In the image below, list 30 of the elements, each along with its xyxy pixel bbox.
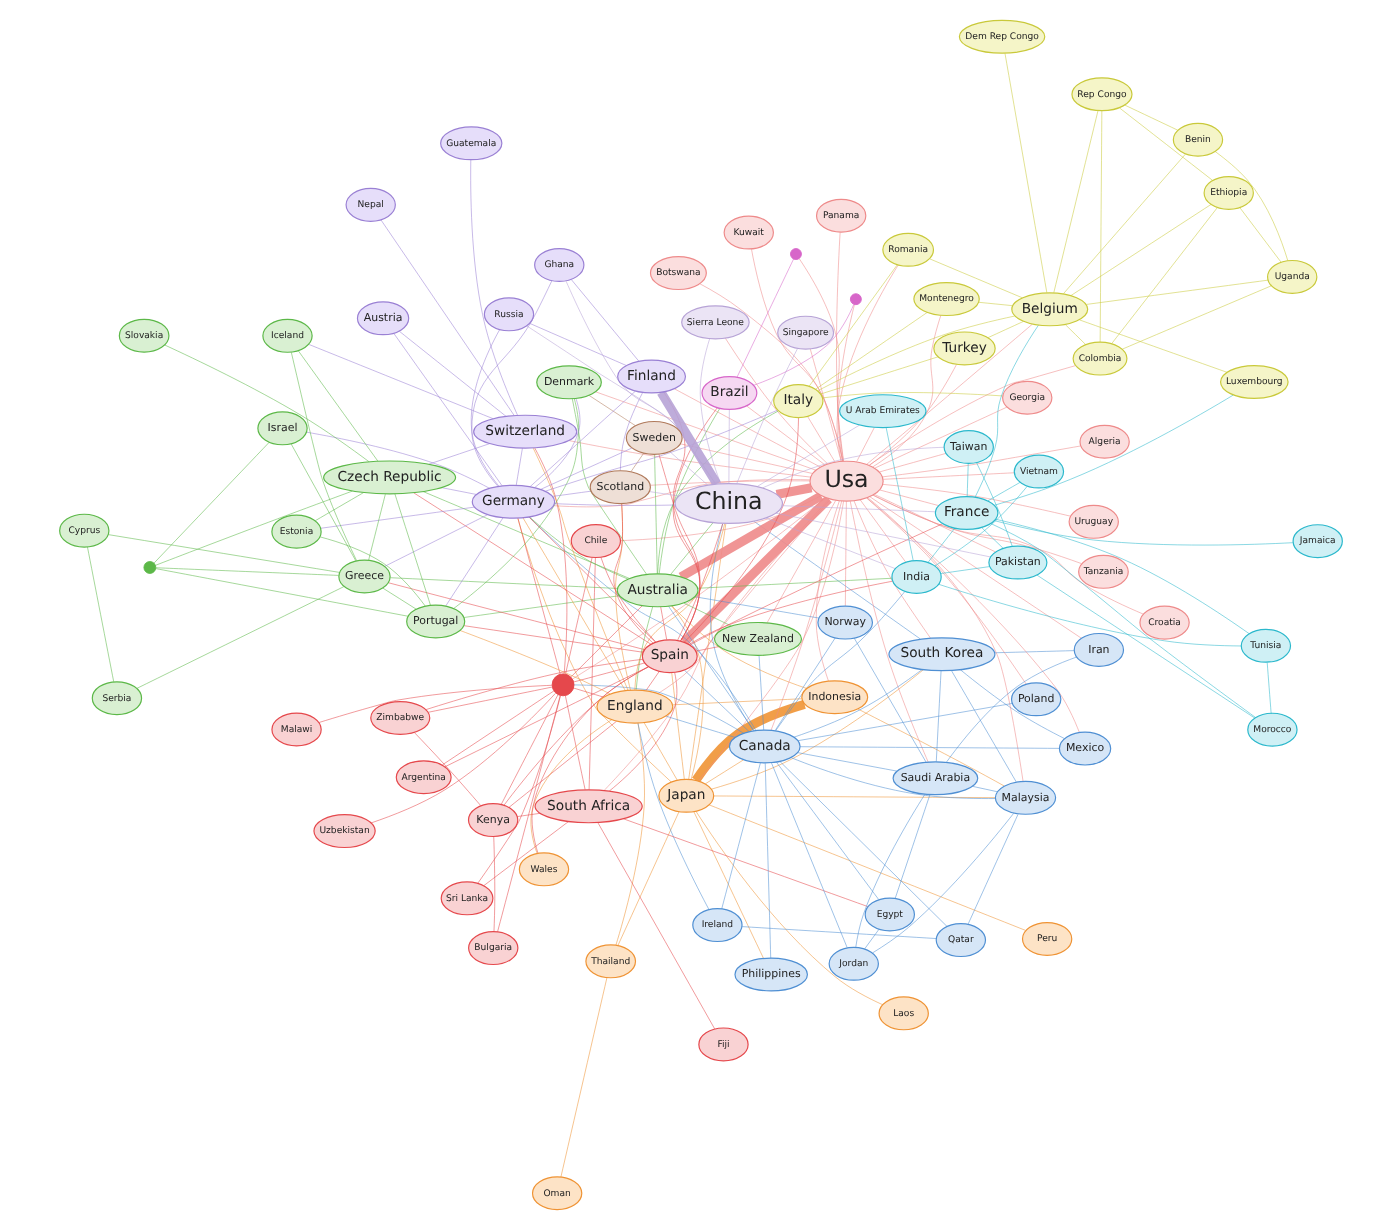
connector (792, 669, 922, 738)
node-circle (848, 293, 861, 306)
node-circle (550, 673, 574, 697)
connector (710, 669, 923, 790)
connector (521, 517, 625, 691)
node-circle (142, 561, 156, 574)
connector (392, 332, 502, 487)
connector (677, 491, 823, 581)
connector (528, 516, 628, 580)
connector (670, 605, 807, 689)
connector (687, 580, 892, 645)
node-ellipse: Usa (808, 460, 883, 502)
connector (752, 304, 854, 386)
connector (816, 315, 1015, 392)
connector (994, 518, 1249, 635)
connector (318, 536, 425, 607)
connector (163, 344, 369, 463)
connector (778, 760, 947, 927)
connector (937, 583, 1241, 647)
connector (774, 483, 812, 499)
connector (707, 804, 1025, 931)
connector (688, 523, 943, 646)
node-ellipse: China (673, 483, 783, 525)
connector (154, 490, 352, 566)
connector (807, 264, 897, 387)
connector (992, 394, 1233, 506)
connector (945, 656, 1076, 763)
connector (443, 666, 648, 768)
connector (1035, 574, 1255, 719)
node-circle (789, 248, 801, 260)
